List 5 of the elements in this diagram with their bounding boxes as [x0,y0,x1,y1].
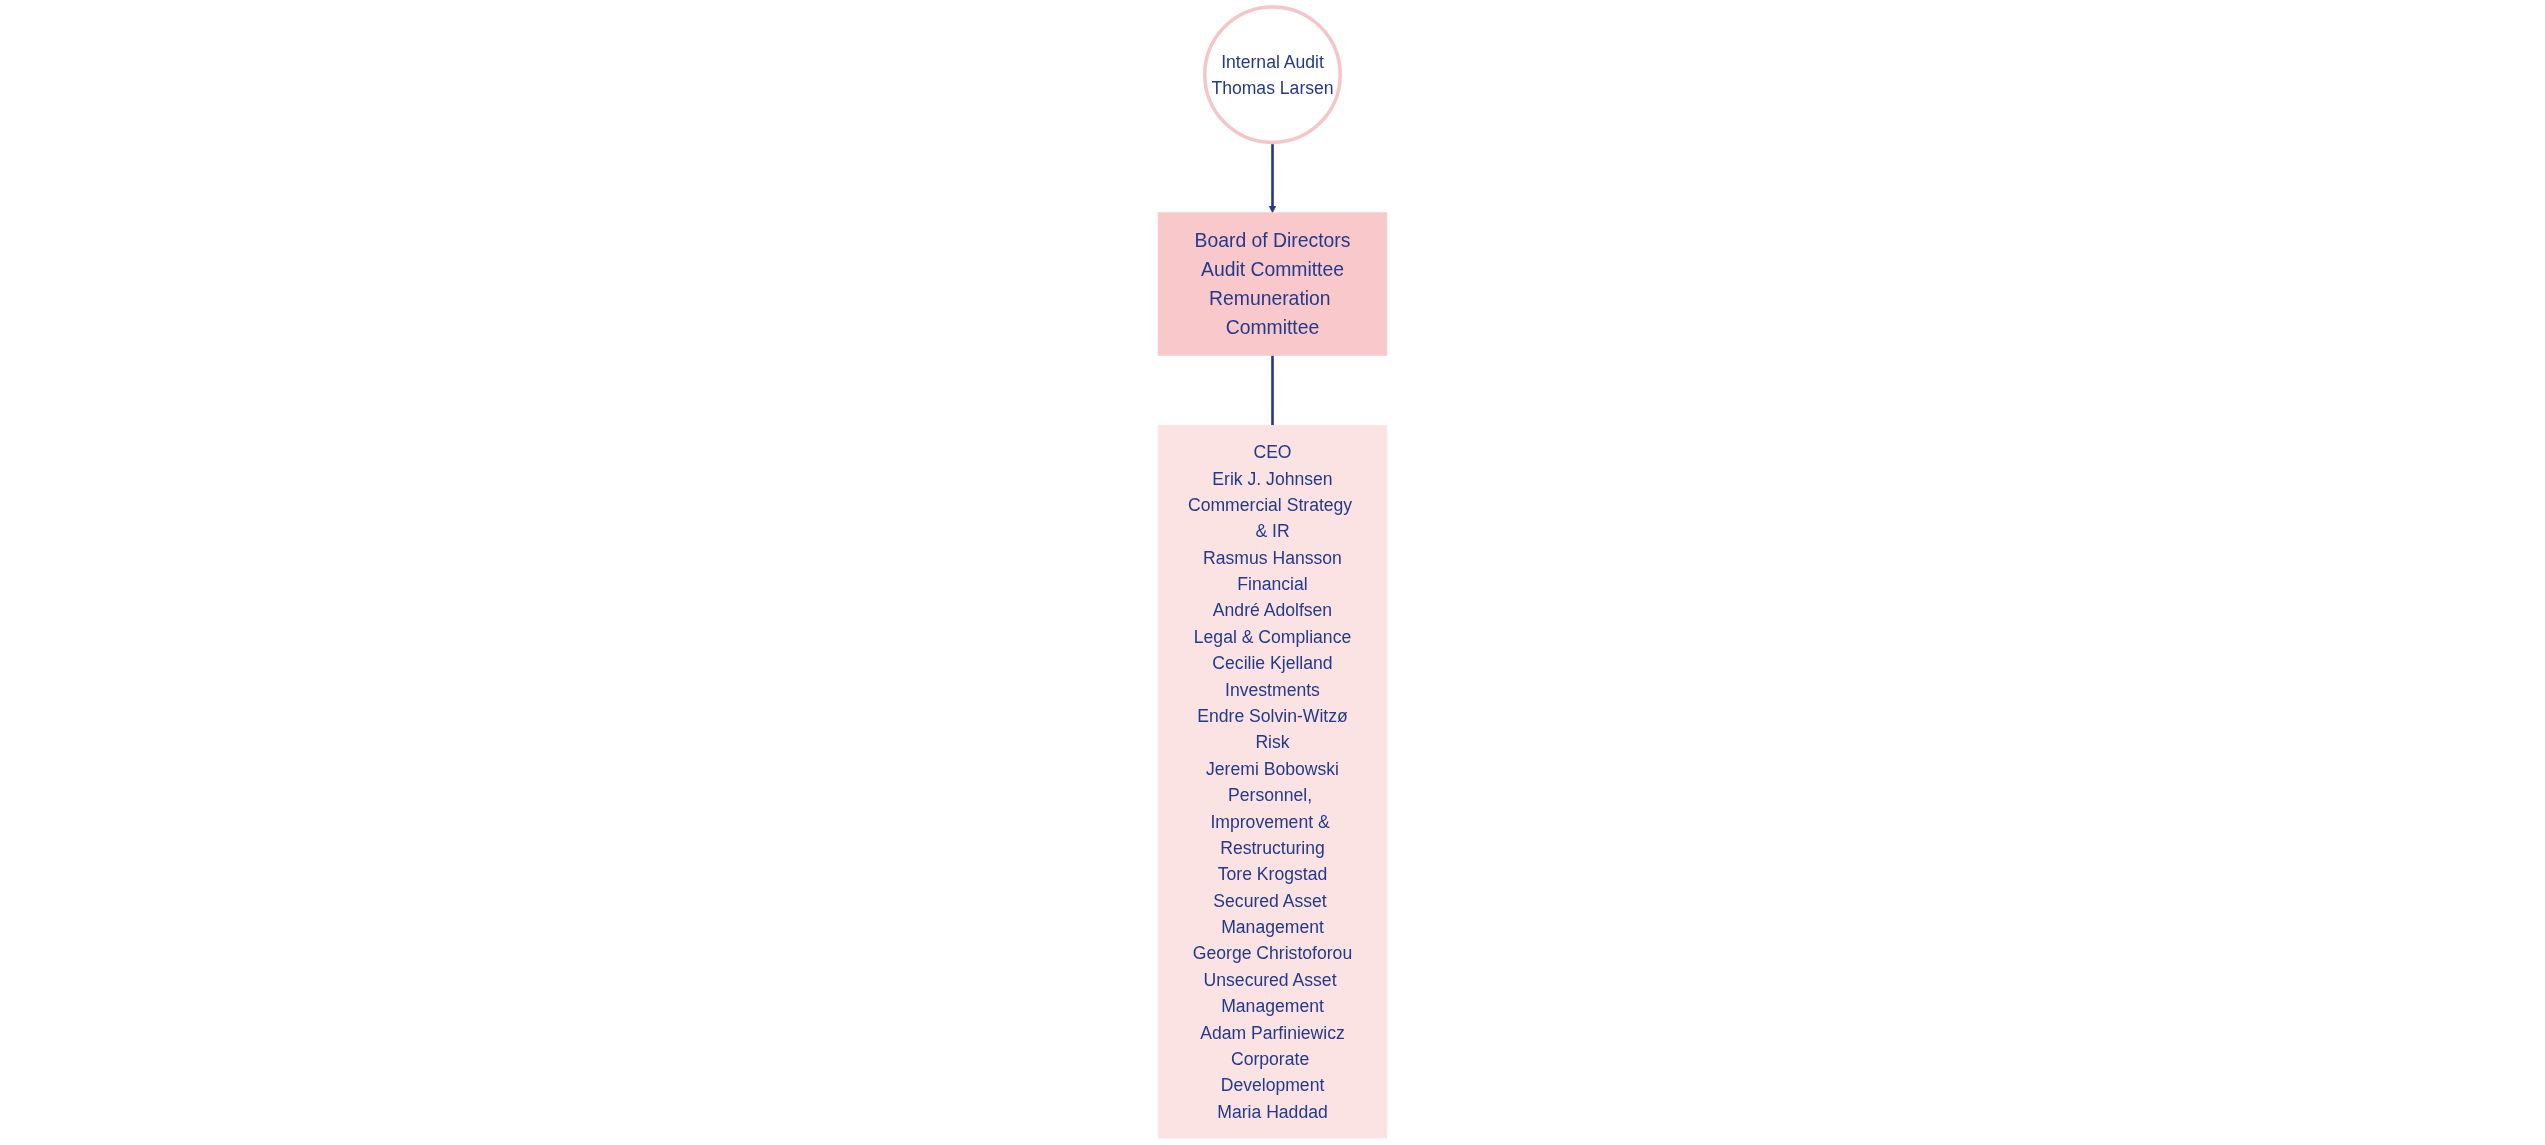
node-circle: Internal Audit Thomas Larsen [1203,5,1342,145]
connector [1271,355,1274,426]
arrow [1268,142,1277,214]
node-box: CEO Erik J. Johnsen Commercial Strategy & IR Rasmus Hansson Financial André Adolfsen Legal & Compliance Cecilie Kjelland Investments Endre Solvin-Witzø Risk Jeremi Bobowski Personnel, Improvement & Restructuring Tore Krogstad Secured Asset Management George Christoforou Unsecured Asset Management Adam Parfiniewicz Corporate Development Maria Haddad [1157,425,1388,1139]
node-box: Board of Directors Audit Committee Remuneration Committee [1157,212,1388,356]
